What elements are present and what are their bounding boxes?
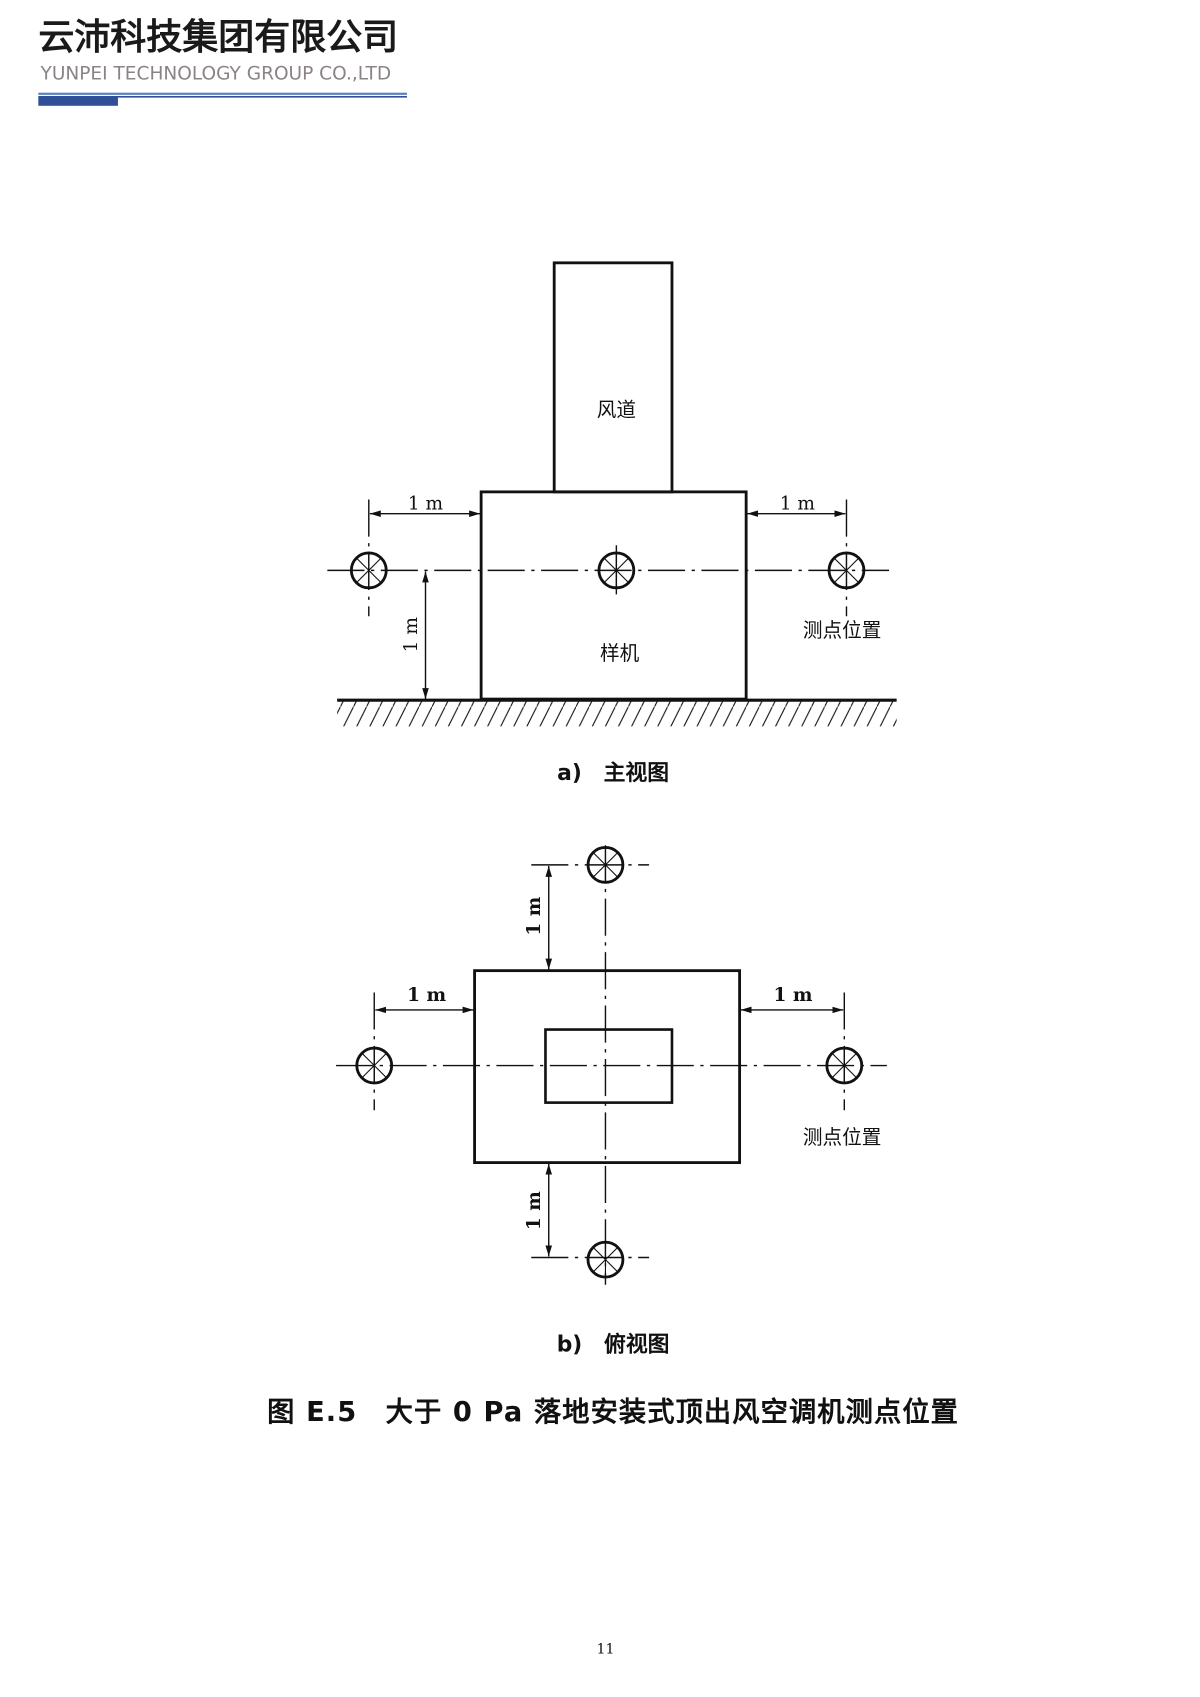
dim-right-label: 1 m xyxy=(780,493,816,514)
dim-left-label: 1 m xyxy=(408,493,444,514)
header-accent-block xyxy=(38,97,118,106)
air-duct xyxy=(552,261,674,494)
unit-label: 样机 xyxy=(600,642,640,665)
top-view-caption: b) 俯视图 xyxy=(557,1331,670,1357)
top-view-diagram: 1 m 1 m 1 m 1 m 测点位置 b) 俯视图 xyxy=(336,845,887,1357)
header-rule xyxy=(38,92,407,95)
page-number: 11 xyxy=(596,1641,614,1657)
sample-unit-outline xyxy=(473,969,742,1165)
header-rule-dark xyxy=(38,95,407,98)
company-name-en: YUNPEI TECHNOLOGY GROUP CO.,LTD xyxy=(40,64,392,85)
dim-right-label: 1 m xyxy=(774,985,813,1006)
measurement-point-icon xyxy=(586,1240,625,1279)
point-label: 测点位置 xyxy=(803,619,882,642)
company-name-cn: 云沛科技集团有限公司 xyxy=(38,17,398,58)
duct-label: 风道 xyxy=(597,399,636,422)
dim-bottom-label: 1 m xyxy=(524,1191,545,1230)
company-header: 云沛科技集团有限公司 YUNPEI TECHNOLOGY GROUP CO.,L… xyxy=(38,17,407,106)
dim-top-label: 1 m xyxy=(524,896,545,935)
dim-height-label: 1 m xyxy=(401,617,422,653)
front-view-caption: a) 主视图 xyxy=(557,760,669,786)
ground-hatching xyxy=(337,700,897,727)
front-view-diagram: 1 m 1 m 1 m 风道 样机 测点位置 a) 主视图 xyxy=(327,261,897,786)
point-label: 测点位置 xyxy=(803,1126,882,1149)
dim-left-label: 1 m xyxy=(407,985,446,1006)
sample-unit xyxy=(479,490,748,701)
figure-caption: 图 E.5 大于 0 Pa 落地安装式顶出风空调机测点位置 xyxy=(267,1396,959,1428)
